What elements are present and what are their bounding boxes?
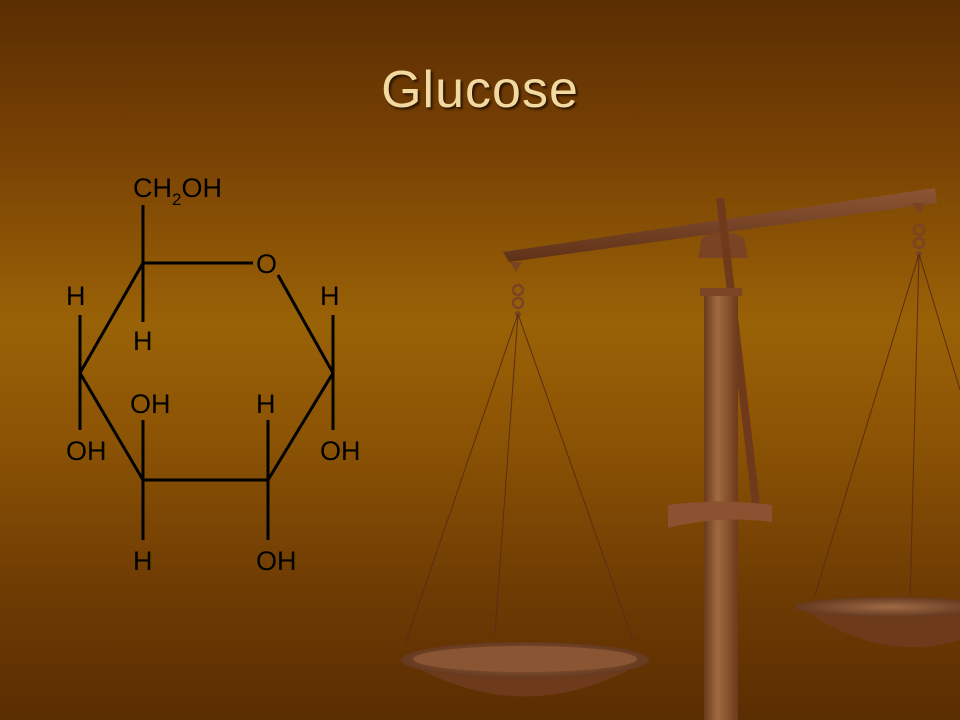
ring-bond-o-c1 bbox=[276, 274, 335, 374]
slide-title: Glucose bbox=[381, 61, 579, 119]
left-pan bbox=[400, 642, 650, 697]
label-c4-h: H bbox=[66, 281, 86, 311]
label-c1-oh: OH bbox=[320, 436, 361, 466]
ring-bond-c1-c2 bbox=[266, 372, 335, 481]
right-pan bbox=[795, 597, 960, 648]
label-c5-h: H bbox=[133, 326, 153, 356]
right-hanger bbox=[814, 203, 960, 601]
label-c3-h: H bbox=[133, 546, 153, 576]
label-c2-h: H bbox=[256, 389, 276, 419]
left-hanger bbox=[404, 262, 634, 646]
glucose-bonds bbox=[78, 205, 335, 540]
label-ch2oh: CH2OH bbox=[133, 173, 222, 209]
scale-crossbar bbox=[668, 501, 772, 528]
ring-bond-c4-c5 bbox=[78, 262, 145, 374]
label-ring-oxygen: O bbox=[256, 249, 277, 279]
label-c1-h: H bbox=[320, 281, 340, 311]
label-c4-oh: OH bbox=[66, 436, 107, 466]
scale-column-cap bbox=[700, 288, 742, 296]
label-c3-oh: OH bbox=[130, 389, 171, 419]
ring-bond-c3-c4 bbox=[78, 372, 145, 481]
label-c2-oh: OH bbox=[256, 546, 297, 576]
